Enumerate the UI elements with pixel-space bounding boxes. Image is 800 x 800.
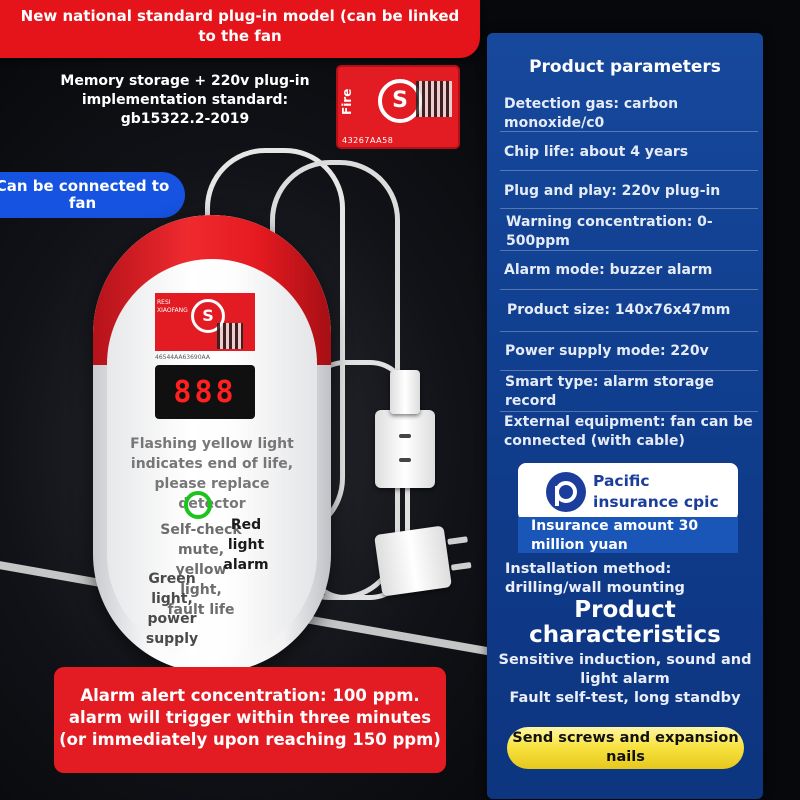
device-brand: RESI XIAOFANG bbox=[157, 299, 188, 314]
characteristics-line1: Sensitive induction, sound and light ala… bbox=[498, 652, 752, 687]
param-row: Plug and play: 220v plug-in bbox=[504, 183, 721, 199]
certificate-serial: 43267AA58 bbox=[342, 136, 394, 145]
cpic-logo-icon bbox=[546, 472, 586, 512]
characteristics-line2: Fault self-test, long standby bbox=[509, 690, 741, 706]
fire-certificate: Fire 43267AA58 bbox=[338, 67, 458, 147]
fan-connect-pill: Can be connected to fan bbox=[0, 172, 185, 218]
insurance-card: Pacific insurance cpic bbox=[518, 463, 738, 521]
divider bbox=[500, 250, 758, 251]
divider bbox=[500, 170, 758, 171]
screws-pill: Send screws and expansion nails bbox=[507, 727, 744, 769]
co-detector-device: RESI XIAOFANG 46544AA63690AA 888 bbox=[93, 215, 331, 673]
socket-plug-neck bbox=[390, 370, 420, 414]
divider bbox=[500, 131, 758, 132]
param-row: Smart type: alarm storage record bbox=[505, 374, 714, 409]
param-row: Chip life: about 4 years bbox=[504, 144, 689, 160]
banner-text: New national standard plug-in model (can… bbox=[20, 7, 460, 45]
life-indicator-text: Flashing yellow light indicates end of l… bbox=[130, 436, 294, 512]
red-alarm-text: Red light alarm bbox=[223, 517, 269, 573]
device-serial: 46544AA63690AA bbox=[155, 354, 210, 361]
param-row: Alarm mode: buzzer alarm bbox=[504, 262, 713, 278]
fan-pill-text: Can be connected to fan bbox=[0, 177, 170, 212]
divider bbox=[500, 208, 758, 209]
insurance-name: Pacific insurance cpic bbox=[593, 472, 719, 511]
display-digits: 888 bbox=[173, 375, 237, 410]
memory-standard-text: Memory storage + 220v plug-in implementa… bbox=[60, 73, 310, 127]
param-row: Warning concentration: 0-500ppm bbox=[506, 214, 713, 249]
led-display: 888 bbox=[155, 365, 255, 419]
fire-label: Fire bbox=[340, 88, 354, 115]
param-row: External equipment: fan can be connected… bbox=[504, 414, 753, 449]
indicator-ring-icon bbox=[184, 491, 212, 519]
alarm-text: Alarm alert concentration: 100 ppm. alar… bbox=[59, 686, 441, 749]
certification-logo-icon bbox=[378, 79, 422, 123]
parameters-panel bbox=[487, 33, 763, 799]
divider bbox=[500, 411, 758, 412]
wall-plug bbox=[374, 525, 472, 597]
top-banner: New national standard plug-in model (can… bbox=[0, 0, 480, 58]
param-row: Detection gas: carbon monoxide/c0 bbox=[504, 96, 679, 131]
socket-plug bbox=[375, 410, 435, 488]
install-method-text: Installation method: drilling/wall mount… bbox=[505, 561, 685, 596]
divider bbox=[500, 289, 758, 290]
socket-slot bbox=[399, 434, 411, 438]
param-row: Product size: 140x76x47mm bbox=[507, 302, 731, 318]
green-power-text: Green light, power supply bbox=[145, 571, 199, 647]
insurance-amount: Insurance amount 30 million yuan bbox=[518, 517, 738, 553]
alarm-concentration-box: Alarm alert concentration: 100 ppm. alar… bbox=[54, 667, 446, 773]
qr-code-icon bbox=[217, 323, 243, 349]
qr-code-icon bbox=[416, 81, 452, 117]
divider bbox=[500, 331, 758, 332]
divider bbox=[500, 370, 758, 371]
characteristics-title: Product characteristics bbox=[529, 597, 721, 648]
device-certificate: RESI XIAOFANG 46544AA63690AA bbox=[155, 293, 255, 361]
parameters-title: Product parameters bbox=[529, 57, 721, 77]
socket-slot bbox=[399, 458, 411, 462]
param-row: Power supply mode: 220v bbox=[505, 343, 709, 359]
screws-text: Send screws and expansion nails bbox=[512, 730, 739, 765]
selfcheck-text: Self-check mute, yellow light, fault lif… bbox=[160, 522, 242, 618]
